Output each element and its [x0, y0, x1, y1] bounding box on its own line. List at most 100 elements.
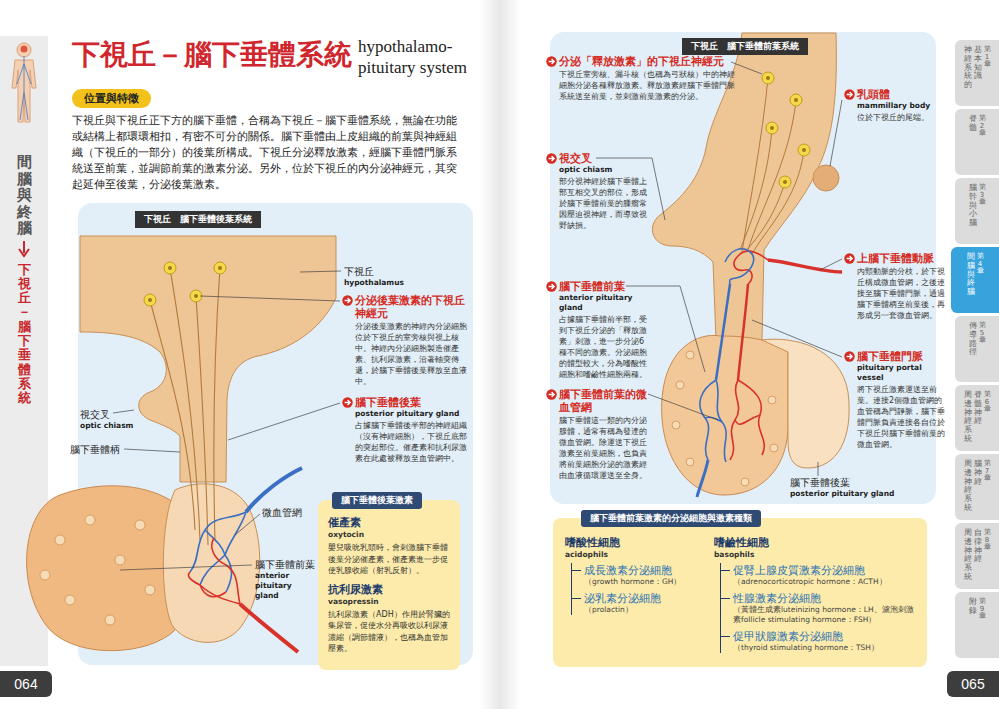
panel-heading: 下視丘 腦下垂體前葉系統	[682, 38, 808, 55]
neuron-nucleus	[783, 180, 787, 184]
callout-icon-arrow	[345, 400, 351, 405]
hormone-text: 抗利尿激素（ADH）作用於腎臟的集尿管，促使水分再吸收以利尿液濃縮（調節體液），…	[328, 609, 450, 655]
tree-item: 成長激素分泌細胞（growth hormone：GH）	[584, 563, 700, 587]
callout-icon	[546, 389, 557, 400]
callout-icon	[546, 56, 557, 67]
capillary	[200, 555, 225, 585]
callout-icon-disc	[546, 389, 556, 399]
leader-line	[818, 462, 819, 476]
tab-label: 第8章	[984, 529, 991, 552]
callout-body: 位於下視丘的尾端。	[857, 112, 949, 123]
neuron-cell	[214, 262, 226, 274]
tab-label: 第3章	[979, 184, 986, 207]
artery	[240, 604, 298, 652]
gland-cell	[672, 421, 680, 429]
english-term: hypothalamus	[344, 278, 464, 288]
callout-heading: 分泌後葉激素的下視丘神經元	[355, 294, 467, 320]
callout-group: hypothalamo- pituitary system	[358, 36, 490, 78]
axon	[150, 300, 195, 530]
callout-icon-arrow	[847, 92, 853, 97]
leader-line	[200, 296, 340, 301]
callout-heading: 乳頭體	[857, 88, 949, 101]
callout-group: 腦下垂體前葉的微血管網腦下垂體這一類的內分泌腺體，通常有稱為發達的微血管網。除運…	[559, 388, 647, 481]
leader-line	[120, 565, 252, 570]
neuron-cell	[766, 122, 778, 134]
english-term: oxytocin	[328, 530, 450, 540]
hormone-name: （黃體生成素luteinizing hormone：LH、濾泡刺激素follic…	[733, 605, 915, 625]
part-label: 下視丘	[344, 265, 464, 278]
part-label: 微血管網	[262, 506, 318, 519]
tab-label: 第6章	[984, 391, 991, 414]
gland-cell	[145, 585, 155, 595]
neuron-cell	[164, 262, 176, 274]
tree-bracket: 促腎上腺皮質激素分泌細胞（adrenocorticotropic hormone…	[720, 563, 915, 653]
callout-heading: 腦下垂體門脈	[857, 350, 949, 363]
gland-cell	[115, 555, 125, 565]
neuron-cell	[779, 176, 791, 188]
gland-cell	[686, 351, 694, 359]
tree-bracket: 成長激素分泌細胞（growth hormone：GH）泌乳素分泌細胞（prola…	[571, 563, 700, 615]
part-label: 腦下垂體後葉	[790, 476, 900, 489]
gland-cell	[135, 520, 145, 530]
neuron-cell	[144, 294, 156, 306]
gland-cell	[768, 396, 776, 404]
tree-item: 促腎上腺皮質激素分泌細胞（adrenocorticotropic hormone…	[733, 563, 915, 587]
gland-cell	[40, 570, 50, 580]
page-number-text: 065	[961, 676, 984, 692]
panel-heading: 下視丘 腦下垂體後葉系統	[135, 211, 261, 228]
neuron-nucleus	[218, 266, 222, 270]
callout-icon	[844, 89, 855, 100]
capillary	[200, 585, 226, 597]
callout-group: 分泌後葉激素的下視丘神經元分泌後葉激素的神經內分泌細胞位於下視丘的室旁核與視上核…	[355, 294, 467, 387]
capillary	[188, 572, 200, 585]
neuron-cell	[798, 144, 810, 156]
neuron-nucleus	[794, 98, 798, 102]
callout-body: 內頸動脈的分枝，於下視丘構成微血管網，之後連接至腦下垂體門脈，通過腦下垂體柄至前…	[857, 266, 949, 321]
anterior-lobe-shape	[662, 335, 788, 495]
capillary	[226, 565, 240, 604]
tree-item: 促甲狀腺激素分泌細胞（thyroid stimulating hormone：T…	[733, 629, 915, 653]
callout-body: 將下視丘激素運送至前葉。連接2個微血管網的血管稱為門靜脈，腦下垂體門脈負責連接各…	[857, 384, 949, 450]
english-term: mammillary body	[857, 101, 949, 111]
box-heading: 腦下垂體後葉激素	[332, 492, 422, 509]
callout-icon-disc	[844, 351, 854, 361]
capillary	[700, 380, 716, 460]
chapter-tab: 傳導路徑第5章	[955, 316, 999, 382]
axon	[745, 182, 785, 252]
callout-icon	[546, 153, 557, 164]
gland-cell	[770, 444, 778, 452]
leader-line	[235, 514, 260, 535]
neuron-cell	[790, 94, 802, 106]
down-arrow-shape	[19, 241, 29, 256]
tab-label: 傳導路徑	[969, 322, 977, 357]
capillary	[730, 380, 739, 460]
english-term: optic chiasm	[559, 165, 647, 175]
hormone-name: 催產素	[328, 516, 450, 530]
callout-icon-disc	[844, 89, 854, 99]
vein	[246, 468, 302, 512]
gland-cell	[676, 381, 684, 389]
hormone-table: 嗜酸性細胞acidophils成長激素分泌細胞（growth hormone：G…	[553, 518, 927, 667]
callout-heading: 上腦下垂體動脈	[857, 252, 949, 265]
tab-label: 第9章	[979, 598, 986, 621]
box-heading-text: 腦下垂體前葉激素的分泌細胞與激素種類	[590, 512, 752, 525]
english-term: vasopressin	[328, 597, 450, 607]
callout-heading: 腦下垂體後葉	[355, 396, 467, 409]
english-term: anterior pituitary gland	[559, 293, 647, 313]
callout-body: 腦下垂體這一類的內分泌腺體，通常有稱為發達的微血管網。除運送下視丘激素至前葉細胞…	[559, 415, 647, 481]
axon	[170, 268, 200, 540]
callout-icon-arrow	[549, 156, 555, 161]
hormone-name: （adrenocorticotropic hormone：ACTH）	[733, 577, 915, 587]
box-heading-text: 腦下垂體後葉激素	[341, 494, 413, 507]
part-label: 腦下垂體柄	[70, 443, 130, 456]
part-label: 腦下垂體前葉	[255, 558, 317, 571]
callout-icon-disc	[342, 295, 352, 305]
down-arrow	[17, 240, 31, 260]
callout-icon	[342, 295, 353, 306]
callout-group: 下視丘hypothalamus	[344, 265, 464, 288]
callout-heading: 分泌「釋放激素」的下視丘神經元	[559, 55, 735, 68]
posterior-lobe-shape	[762, 339, 849, 468]
callout-icon-arrow	[549, 59, 555, 64]
callout-icon-arrow	[549, 392, 555, 397]
callout-group: 腦下垂體前葉anterior pituitary gland占據腦下垂體前半部，…	[559, 280, 647, 380]
